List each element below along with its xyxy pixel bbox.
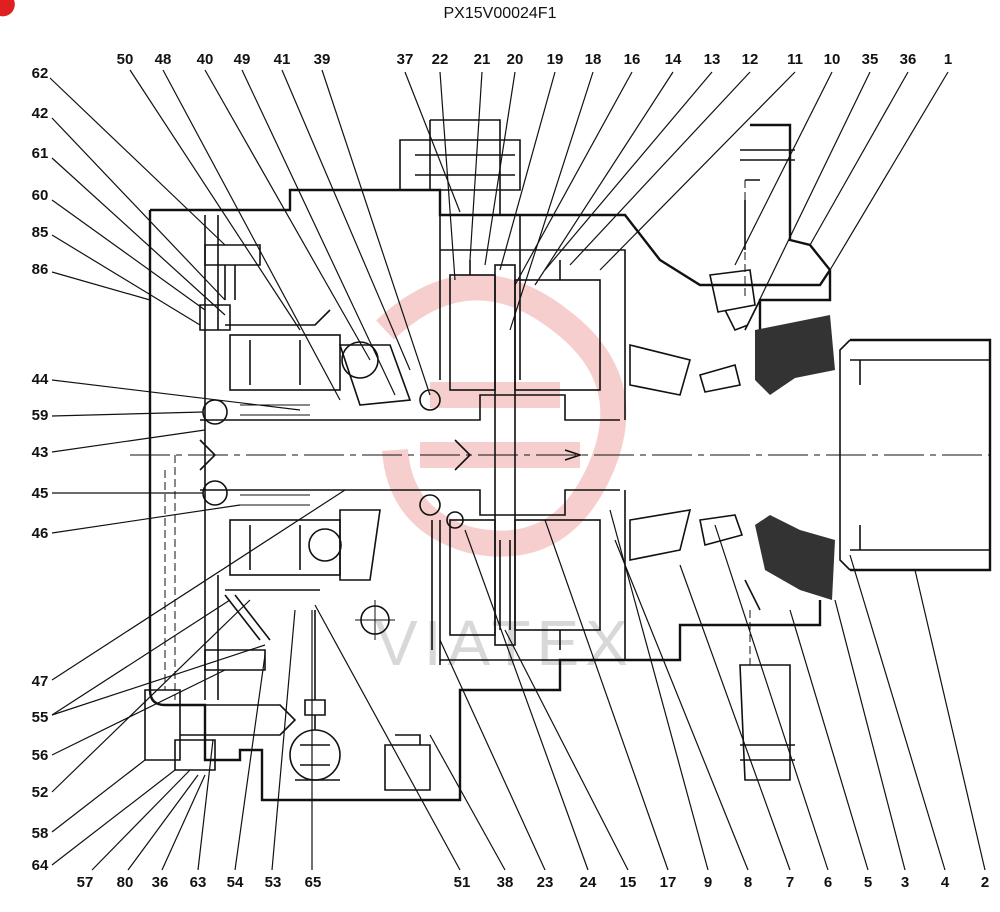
left-labels: 62 42 61 60 85 86 44 59 43 45 46 47 55 5…: [32, 65, 49, 874]
label-35: 35: [862, 51, 879, 68]
label-58: 58: [32, 825, 49, 842]
label-40: 40: [197, 51, 214, 68]
label-46: 46: [32, 525, 49, 542]
label-80: 80: [117, 874, 134, 891]
label-38: 38: [497, 874, 514, 891]
watermark-text: VIATEX: [375, 607, 634, 679]
label-2: 2: [981, 874, 989, 891]
label-55: 55: [32, 709, 49, 726]
label-36-bottom: 36: [152, 874, 169, 891]
label-7: 7: [786, 874, 794, 891]
label-5: 5: [864, 874, 872, 891]
bottom-labels: 57 80 36 63 54 53 65 51 38 23 24 15 17 9…: [77, 874, 990, 891]
label-61: 61: [32, 145, 49, 162]
label-59: 59: [32, 407, 49, 424]
label-45: 45: [32, 485, 49, 502]
label-6: 6: [824, 874, 832, 891]
label-36-top: 36: [900, 51, 917, 68]
label-8: 8: [744, 874, 752, 891]
label-62: 62: [32, 65, 49, 82]
label-18: 18: [585, 51, 602, 68]
label-4: 4: [941, 874, 950, 891]
label-48: 48: [155, 51, 172, 68]
label-14: 14: [665, 51, 682, 68]
label-47: 47: [32, 673, 49, 690]
label-16: 16: [624, 51, 641, 68]
label-53: 53: [265, 874, 282, 891]
label-65: 65: [305, 874, 322, 891]
corner-badge: [0, 0, 15, 17]
label-12: 12: [742, 51, 759, 68]
diagram-title: PX15V00024F1: [444, 5, 557, 22]
label-43: 43: [32, 444, 49, 461]
label-54: 54: [227, 874, 244, 891]
top-labels: 50 48 40 49 41 39 37 22 21 20 19 18 16 1…: [117, 51, 953, 68]
label-42: 42: [32, 105, 49, 122]
label-63: 63: [190, 874, 207, 891]
label-22: 22: [432, 51, 449, 68]
leader-lines: [49, 69, 986, 871]
label-24: 24: [580, 874, 597, 891]
label-50: 50: [117, 51, 134, 68]
label-1: 1: [944, 51, 952, 68]
label-57: 57: [77, 874, 94, 891]
label-41: 41: [274, 51, 291, 68]
label-23: 23: [537, 874, 554, 891]
label-64: 64: [32, 857, 49, 874]
label-11: 11: [787, 51, 803, 68]
label-21: 21: [474, 51, 491, 68]
motor-assembly-drawing: [130, 119, 992, 802]
label-10: 10: [824, 51, 841, 68]
label-49: 49: [234, 51, 251, 68]
label-19: 19: [547, 51, 564, 68]
label-52: 52: [32, 784, 49, 801]
label-39: 39: [314, 51, 331, 68]
label-20: 20: [507, 51, 524, 68]
label-17: 17: [660, 874, 677, 891]
label-15: 15: [620, 874, 637, 891]
label-56: 56: [32, 747, 49, 764]
label-3: 3: [901, 874, 909, 891]
label-85: 85: [32, 224, 49, 241]
label-51: 51: [454, 874, 471, 891]
label-37: 37: [397, 51, 414, 68]
label-9: 9: [704, 874, 712, 891]
label-60: 60: [32, 187, 49, 204]
label-86: 86: [32, 261, 49, 278]
label-13: 13: [704, 51, 721, 68]
label-44: 44: [32, 371, 49, 388]
